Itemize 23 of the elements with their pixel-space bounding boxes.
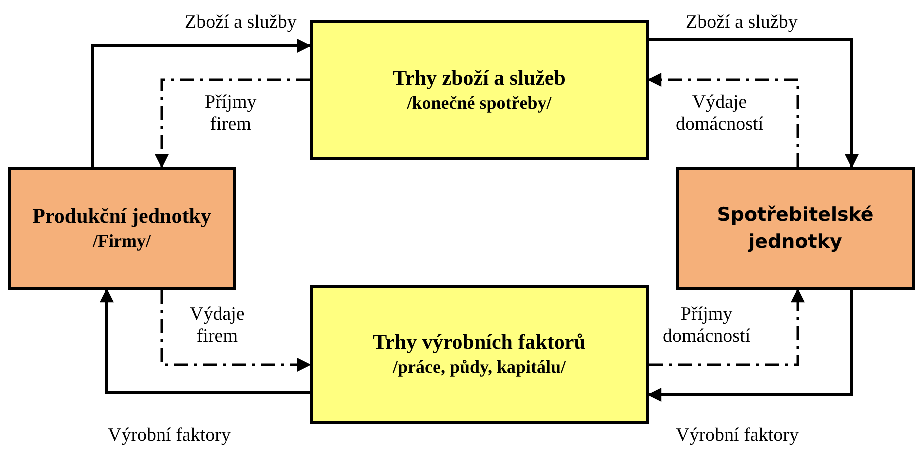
consumer-box	[676, 167, 915, 290]
node-subtitle: /práce, půdy, kapitálu/	[392, 356, 566, 380]
node-title: Trhy zboží a služeb	[393, 64, 566, 92]
market-box	[310, 20, 649, 160]
producer-box	[8, 167, 236, 290]
arrow	[649, 38, 859, 168]
arrow	[155, 78, 310, 168]
node-subtitle: /Firmy/	[93, 230, 151, 254]
arrow	[100, 288, 310, 394]
arrow	[648, 290, 854, 402]
arrow	[648, 73, 800, 167]
edge-label: Zboží a služby	[185, 12, 297, 34]
node-title: Produkční jednotky	[32, 203, 212, 230]
arrow	[160, 290, 312, 372]
node-title: Spotřebitelské jednotky	[716, 202, 875, 254]
edge-label: Zboží a služby	[686, 12, 798, 34]
arrow	[649, 288, 805, 366]
arrow	[92, 39, 312, 167]
node-title: Trhy výrobních faktorů	[373, 329, 586, 356]
node-subtitle: /konečné spotřeby/	[407, 92, 552, 115]
edge-label: Výrobní faktory	[676, 425, 799, 447]
edge-label: Výrobní faktory	[108, 425, 231, 447]
market-box	[310, 285, 649, 424]
